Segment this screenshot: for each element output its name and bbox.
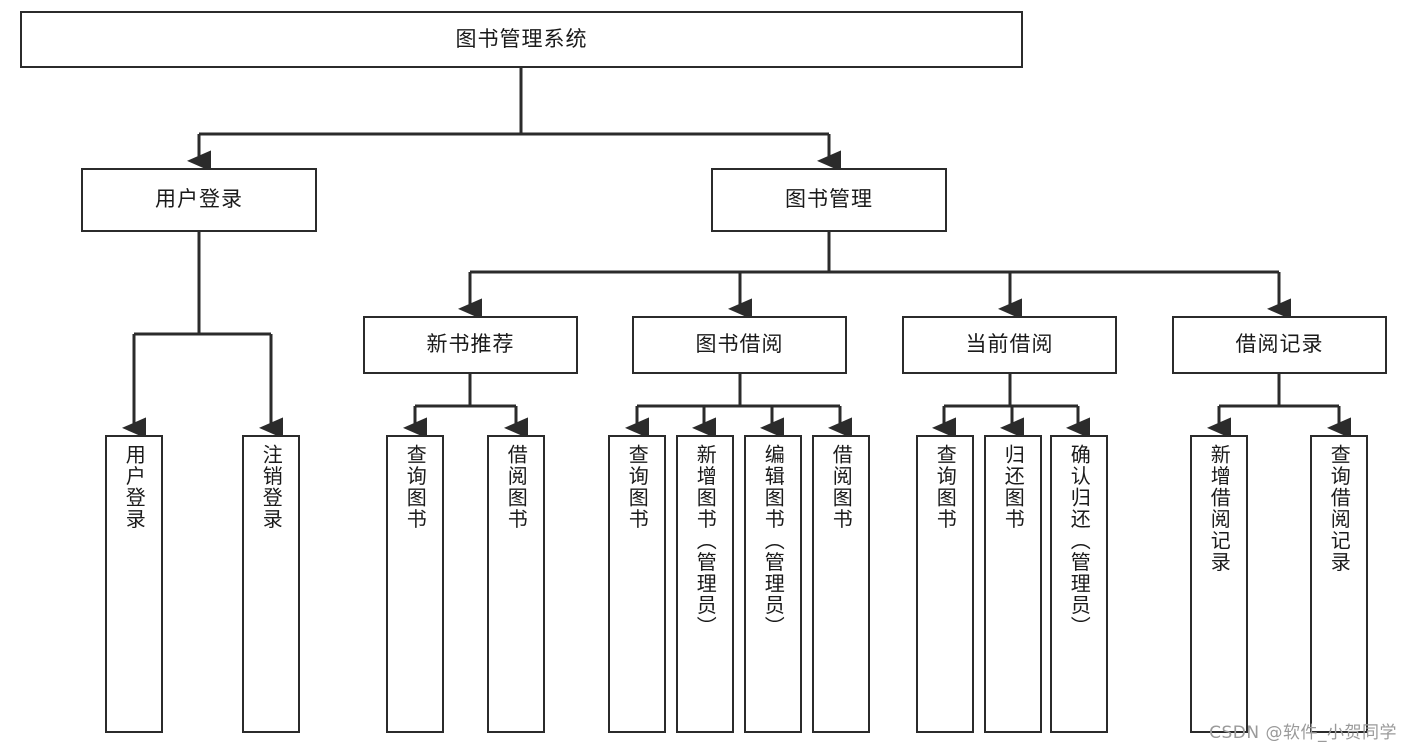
leaf-label: 编辑图书（管理员） [761,444,786,638]
node-root[interactable]: 图书管理系统 [20,11,1023,68]
leaf-label: 借阅图书 [829,444,854,530]
node-book-management-label: 图书管理 [785,187,873,212]
leaf-current-return-book[interactable]: 归还图书 [984,435,1042,733]
csdn-watermark: CSDN @软件_小贺同学 [1209,723,1397,743]
node-new-book-recommend-label: 新书推荐 [426,332,515,357]
node-root-label: 图书管理系统 [455,26,588,51]
leaf-recommend-borrow-book[interactable]: 借阅图书 [487,435,545,733]
leaf-borrow-edit-book[interactable]: 编辑图书（管理员） [744,435,802,733]
leaf-label: 查询图书 [403,444,428,530]
leaf-label: 借阅图书 [504,444,529,530]
node-current-borrow-label: 当前借阅 [965,332,1054,357]
leaf-current-confirm-return[interactable]: 确认归还（管理员） [1050,435,1108,733]
node-book-borrow-label: 图书借阅 [695,332,784,357]
leaf-label: 查询借阅记录 [1327,444,1352,573]
node-user-login[interactable]: 用户登录 [81,168,317,232]
node-borrow-record[interactable]: 借阅记录 [1172,316,1387,374]
leaf-label: 用户登录 [122,444,147,530]
leaf-record-add-record[interactable]: 新增借阅记录 [1190,435,1248,733]
leaf-record-query-record[interactable]: 查询借阅记录 [1310,435,1368,733]
leaf-borrow-add-book[interactable]: 新增图书（管理员） [676,435,734,733]
leaf-label: 确认归还（管理员） [1067,444,1092,638]
leaf-borrow-query-book[interactable]: 查询图书 [608,435,666,733]
leaf-label: 新增图书（管理员） [693,444,718,638]
leaf-user-login-login[interactable]: 用户登录 [105,435,163,733]
node-borrow-record-label: 借阅记录 [1235,332,1324,357]
leaf-recommend-query-book[interactable]: 查询图书 [386,435,444,733]
leaf-label: 新增借阅记录 [1207,444,1232,573]
node-book-management[interactable]: 图书管理 [711,168,947,232]
leaf-label: 注销登录 [259,444,284,530]
node-current-borrow[interactable]: 当前借阅 [902,316,1117,374]
leaf-label: 查询图书 [933,444,958,530]
node-book-borrow[interactable]: 图书借阅 [632,316,847,374]
leaf-borrow-borrow-book[interactable]: 借阅图书 [812,435,870,733]
node-new-book-recommend[interactable]: 新书推荐 [363,316,578,374]
leaf-current-query-book[interactable]: 查询图书 [916,435,974,733]
node-user-login-label: 用户登录 [155,187,243,212]
leaf-label: 归还图书 [1001,444,1026,530]
leaf-label: 查询图书 [625,444,650,530]
leaf-user-login-logout[interactable]: 注销登录 [242,435,300,733]
